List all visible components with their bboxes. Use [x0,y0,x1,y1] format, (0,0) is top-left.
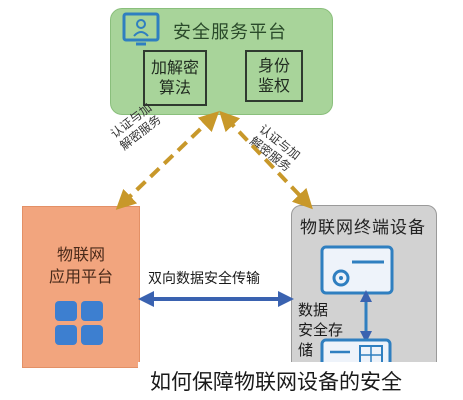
encryption-label-line2: 算法 [158,78,191,97]
caption-text: 如何保障物联网设备的安全 [150,370,402,394]
iot-device-title: 物联网终端设备 [300,218,426,238]
right-dashed-arrow [219,110,313,210]
monitor-user-icon [122,12,160,46]
app-grid-icon [55,301,103,345]
left-dashed-arrow [115,111,220,210]
left-title-line1: 物联网 [56,245,105,264]
encryption-algorithm-box: 加解密算法 [143,50,207,106]
data-secure-storage-label: 数据 安全存储 [298,300,354,360]
iot-app-platform-title: 物联网 应用平台 [22,244,140,288]
security-platform-title: 安全服务平台 [173,22,287,43]
storage-label-line1: 数据 [298,301,329,319]
encryption-label-line1: 加解密 [150,58,199,77]
device-gear-icon [320,245,394,295]
left-title-line2: 应用平台 [48,267,113,286]
storage-label-line2: 安全存储 [298,321,344,359]
auth-label-line2: 鉴权 [257,76,290,95]
identity-auth-box: 身份鉴权 [245,50,303,102]
auth-label-line1: 身份 [257,56,290,75]
caption-background [138,362,463,400]
bidirectional-transfer-label: 双向数据安全传输 [148,271,260,287]
